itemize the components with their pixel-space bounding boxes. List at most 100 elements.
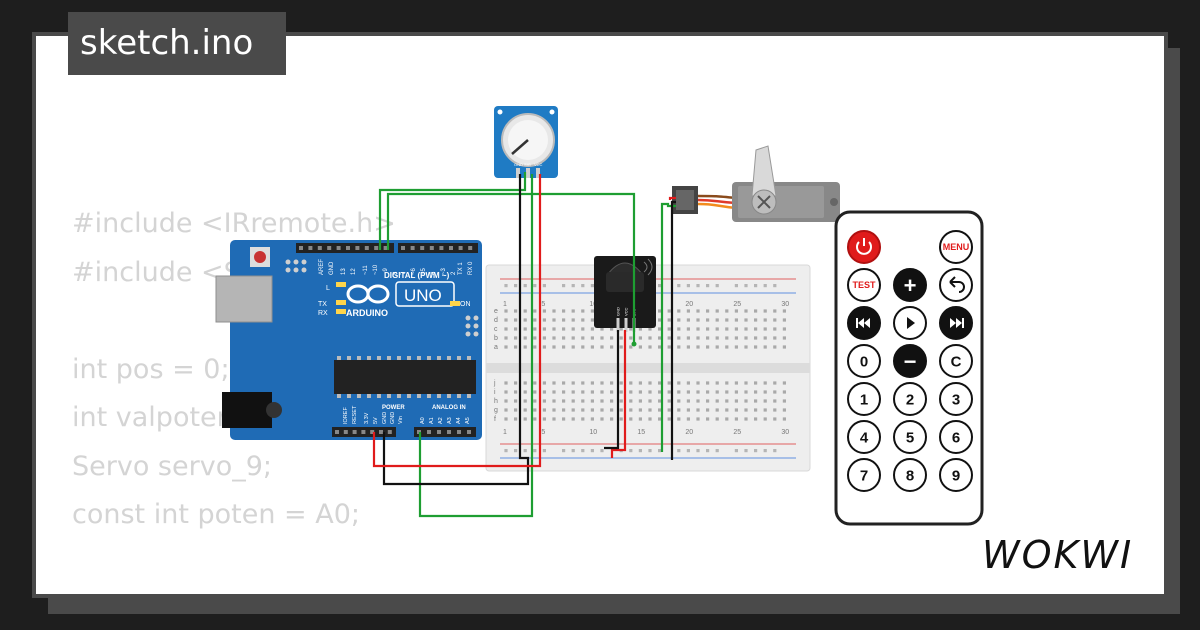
analog-label: ANALOG IN [432,405,466,411]
arduino-pin-label: 3.3V [364,412,370,424]
breadboard-row-label: h [494,398,498,405]
breadboard-column-number: 10 [589,429,597,436]
remote-button[interactable]: 9 [939,458,973,492]
remote-button[interactable]: 3 [939,382,973,416]
remote-button-label: 9 [952,467,960,484]
arduino-pin-label: ~5 [421,267,427,275]
remote-button-label: − [904,349,917,374]
arduino-uno[interactable]: DIGITAL (PWM ~) L TX RX ON UNO ARDUINO P… [215,240,482,440]
knob-pointer[interactable] [511,139,529,155]
servo-motor[interactable] [672,145,840,222]
remote-button[interactable]: 2 [893,382,927,416]
pot-pin-label: SIG [524,162,531,167]
arduino-pin-label: GND [390,412,396,424]
arduino-pin-label: 5V [373,417,379,424]
servo-horn [751,145,777,197]
power-icon [856,238,872,255]
remote-next-button[interactable] [939,306,973,340]
remote-button[interactable]: 8 [893,458,927,492]
breadboard-row-label: j [493,380,496,387]
breadboard-column-number: 25 [733,429,741,436]
breadboard-column-number: 25 [733,301,741,308]
breadboard-column-number: 30 [781,429,789,436]
breadboard-row-label: f [494,416,496,423]
prev-icon [856,318,870,328]
wokwi-logo: WOKWI [982,533,1131,577]
remote-button-label: 3 [952,391,960,408]
arduino-pin-label: 12 [351,268,357,275]
remote-button[interactable]: 5 [893,420,927,454]
remote-button[interactable]: 1 [847,382,881,416]
breadboard-column-number: 15 [637,429,645,436]
next-icon [950,318,964,328]
breadboard-row-label: c [494,326,498,333]
remote-button-label: 4 [860,429,869,446]
arduino-pin-label: ~11 [363,265,369,275]
breadboard-row-label: e [494,308,498,315]
usb-port [215,275,273,323]
remote-prev-button[interactable] [847,306,881,340]
breadboard-column-number: 1 [503,301,507,308]
sketch-title: sketch.ino [68,12,286,75]
power-jack [222,392,272,428]
remote-button[interactable]: 6 [939,420,973,454]
led-l-label: L [326,285,330,292]
power-label: POWER [382,405,405,411]
remote-button[interactable]: TEST [847,268,881,302]
remote-button[interactable]: 4 [847,420,881,454]
remote-button-label: 8 [906,467,914,484]
code-line: #include <IRremote.h> [72,208,396,239]
breadboard-column-number: 20 [685,301,693,308]
remote-back-button[interactable] [939,268,973,302]
wires [372,172,676,518]
code-line: int pos = 0; [72,353,230,385]
remote-button[interactable]: C [939,344,973,378]
remote-button-label: 1 [860,391,868,408]
code-line: Servo servo_9; [72,450,272,482]
arduino-pin-label: ~9 [383,267,389,275]
remote-button-label: 6 [952,429,960,446]
tx-label: TX [318,301,327,308]
breadboard-column-number: 1 [503,429,507,436]
pot-pin-label: VCC [534,162,543,167]
ir-remote[interactable]: MENU TEST +0 − C 1 2 3 4 5 6 7 8 9 [834,210,984,526]
breadboard-row-label: i [494,389,496,396]
breadboard-column-number: 10 [589,301,597,308]
remote-button[interactable]: + [893,268,927,302]
code-line: const int poten = A0; [72,499,360,530]
arduino-pin-label: A1 [429,417,435,424]
remote-button[interactable]: − [893,344,927,378]
arduino-pin-label: GND [329,261,335,275]
remote-button[interactable]: MENU [939,230,973,264]
ir-pin-label: VCC [624,307,629,316]
remote-power-button[interactable] [847,230,881,264]
arduino-pin-label: RX 0 [468,261,474,275]
remote-button-label: C [951,353,962,370]
breadboard-row-label: d [494,317,498,324]
arduino-pin-label: A5 [465,417,471,424]
rx-label: RX [318,310,328,317]
atmega-chip [334,360,476,394]
arduino-pin-label: A3 [447,417,453,424]
back-icon [949,276,965,293]
remote-button-label: 0 [860,353,868,370]
remote-button[interactable]: 0 [847,344,881,378]
arduino-pin-label: 13 [341,268,347,275]
remote-button-label: MENU [943,242,970,252]
digital-label: DIGITAL (PWM ~) [384,271,450,280]
arduino-brand: ARDUINO [346,308,388,318]
arduino-pin-label: TX 1 [458,262,464,275]
play-icon [907,317,915,329]
breadboard-column-number: 20 [685,429,693,436]
breadboard-row-label: a [494,344,498,351]
remote-play-button[interactable] [893,306,927,340]
breadboard-row-label: b [494,335,498,342]
pot-pin-label: GND [514,162,523,167]
breadboard-column-number: 5 [541,301,545,308]
remote-button[interactable]: 7 [847,458,881,492]
arduino-pin-label: 4 [431,271,437,275]
remote-button-label: 2 [906,391,914,408]
